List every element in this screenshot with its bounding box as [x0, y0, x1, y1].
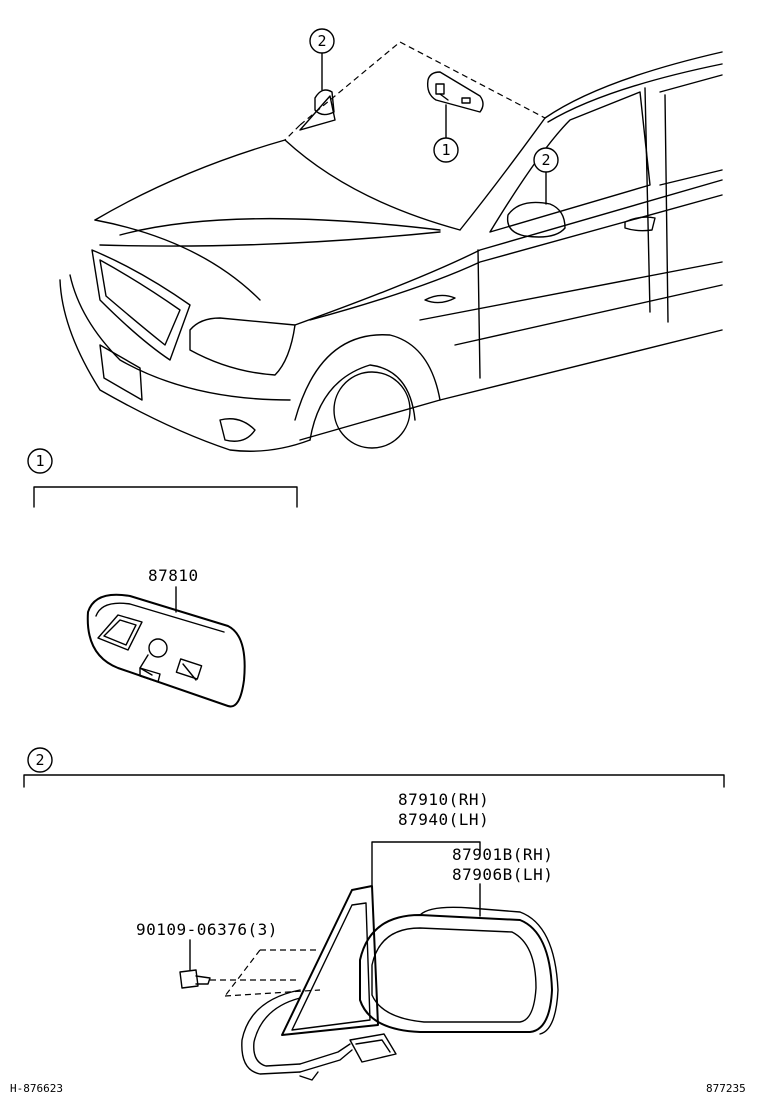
- footer-left-code: H-876623: [10, 1082, 63, 1095]
- part-mirror-glass-rh: 87901B(RH): [452, 845, 553, 864]
- callout-outer-mirror: 2: [533, 147, 559, 173]
- section-1-number: 1: [35, 452, 44, 470]
- part-mirror-glass-lh: 87906B(LH): [452, 865, 553, 884]
- inner-mirror-icon: [86, 593, 246, 708]
- section-1: 1 87810: [27, 448, 298, 708]
- section-2-number: 2: [35, 751, 44, 769]
- screw-icon: [179, 969, 211, 989]
- callout-inner-mirror: 1: [433, 137, 459, 163]
- part-screw-label: 90109-06376(3): [136, 920, 278, 939]
- callout-inner-mirror-text: 1: [441, 141, 450, 159]
- part-inner-mirror-label: 87810: [148, 566, 199, 585]
- part-outer-mirror-rh: 87910(RH): [398, 790, 489, 809]
- callout-top-left: 2: [309, 28, 335, 54]
- callout-top-left-text: 2: [317, 32, 326, 50]
- car-outline-icon: [59, 41, 723, 452]
- footer-right-code: 877235: [706, 1082, 746, 1095]
- outer-mirror-icon: [241, 885, 559, 1081]
- section-2: 2 87910(RH) 87940(LH) 87901B(RH) 87906B(…: [23, 747, 725, 1081]
- part-outer-mirror-lh: 87940(LH): [398, 810, 489, 829]
- callout-outer-mirror-text: 2: [541, 151, 550, 169]
- inner-mirror-icon: [426, 71, 484, 113]
